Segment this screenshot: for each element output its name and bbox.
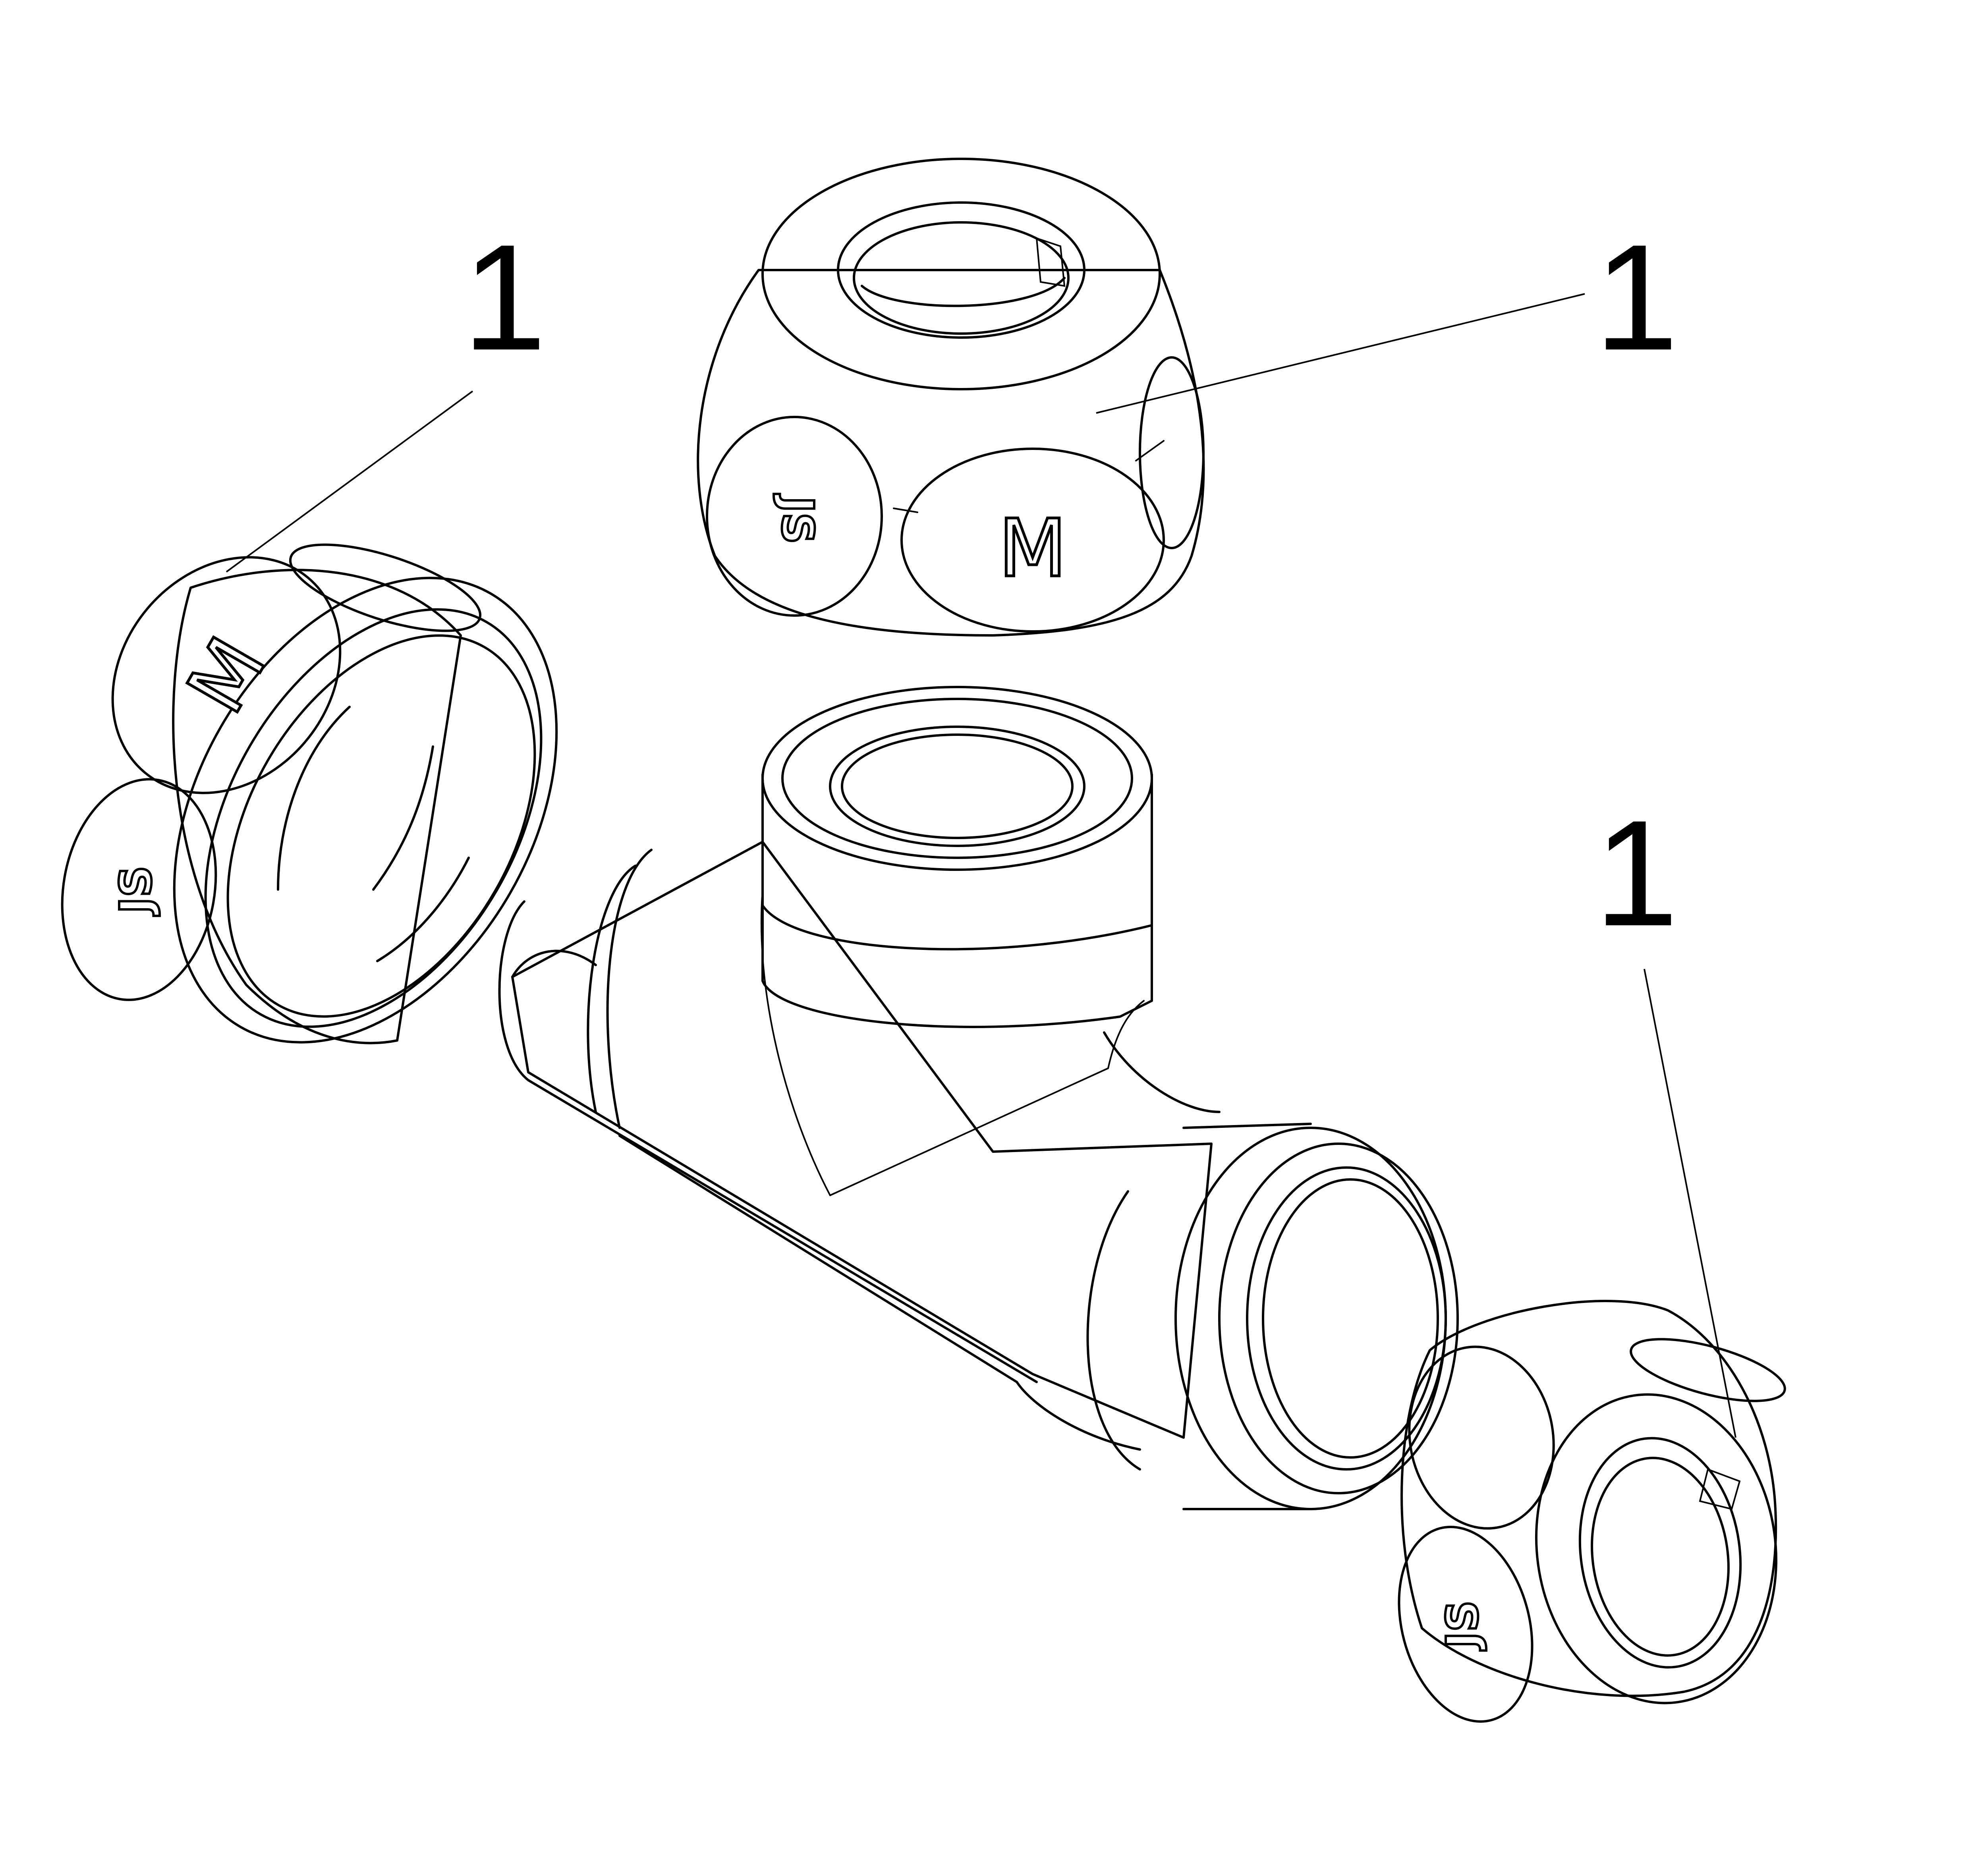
nut-left-size-face: M (111, 556, 342, 794)
tee-right-outlet (1086, 1123, 1459, 1510)
nut-top-logo-face: JS (706, 416, 883, 617)
maker-mark-logo: JS (110, 866, 161, 916)
leader-line (1096, 293, 1585, 414)
nut-top-size-face: M (900, 448, 1165, 633)
tee-top-branch (761, 686, 1153, 1028)
callout-number: 1 (1594, 213, 1678, 382)
leader-line (1644, 969, 1736, 1438)
compression-nut-left: M JS (61, 543, 558, 1044)
maker-mark-logo: JS (772, 494, 823, 544)
compression-nut-top: JS M (697, 158, 1205, 637)
size-mark-m: M (999, 502, 1067, 595)
compression-nut-right: JS (1398, 1300, 1786, 1723)
callout-left: 1 (226, 213, 547, 573)
callout-bottom-right: 1 (1594, 789, 1736, 1438)
tee-fitting (498, 686, 1459, 1510)
callout-top-right: 1 (1096, 213, 1678, 414)
nut-right-logo-face: JS (1398, 1525, 1534, 1723)
leader-line (226, 390, 473, 573)
size-mark-m: M (170, 623, 284, 728)
nut-left-logo-face: JS (61, 778, 217, 1001)
callout-number: 1 (462, 213, 546, 382)
maker-mark-logo: JS (1437, 1600, 1488, 1651)
callout-number: 1 (1594, 789, 1678, 957)
